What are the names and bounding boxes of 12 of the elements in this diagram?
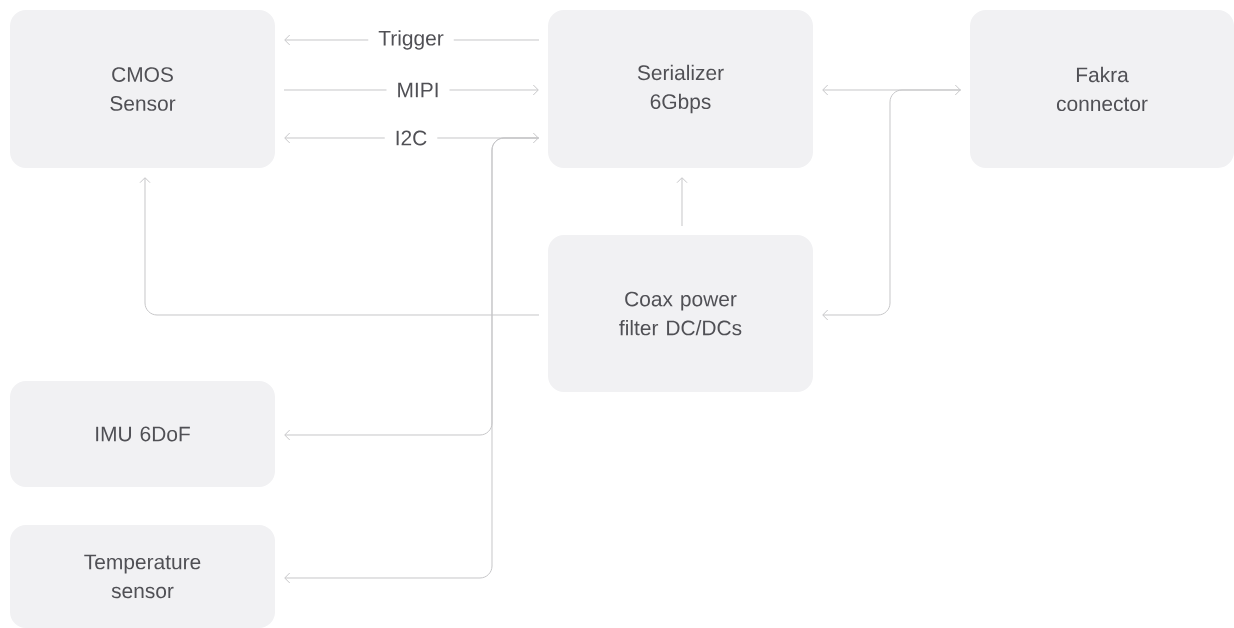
component-box: Temperature sensor — [10, 525, 275, 628]
arrow — [139, 177, 540, 316]
component-box: IMU 6DoF — [10, 381, 275, 487]
arrow — [822, 84, 961, 96]
arrow — [676, 177, 688, 227]
arrow — [284, 137, 540, 584]
component-box: Coax power filter DC/DCs — [548, 235, 813, 392]
component-box: CMOS Sensor — [10, 10, 275, 168]
arrow — [822, 89, 962, 321]
edge-label: Trigger — [368, 28, 454, 52]
component-box: Serializer 6Gbps — [548, 10, 813, 168]
component-box: Fakra connector — [970, 10, 1234, 168]
